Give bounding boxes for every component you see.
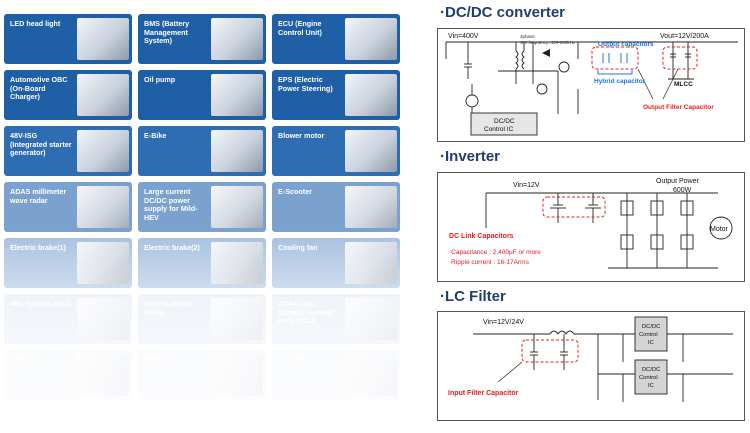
- lcfilter-vin-label: Vin=12V/24V: [483, 319, 524, 326]
- application-tile-label: ADAS DCU (Domain control unit) (DCU): [278, 299, 334, 326]
- application-tile-photo: [211, 18, 263, 60]
- application-tile-label: Automotive OBC (On-Board Charger): [10, 75, 68, 102]
- dcdc-freq-label: SW frequency=100-200kHz: [520, 40, 576, 45]
- application-tile: 48V-ISG (Integrated starter generator): [4, 126, 132, 176]
- application-tile-photo: [77, 18, 129, 60]
- lcfilter-ic-b-line3: IC: [648, 383, 654, 389]
- application-tile-photo: [345, 18, 397, 60]
- application-tile-label: Oil pump: [144, 75, 176, 84]
- application-tile-photo: [77, 130, 129, 172]
- application-tile: USB-C(1): [4, 350, 132, 400]
- application-tile-photo: [77, 74, 129, 116]
- inverter-vin-label: Vin=12V: [513, 182, 540, 189]
- application-tile-label: Blower motor: [278, 131, 325, 140]
- application-tile: USB-PD: [272, 350, 400, 400]
- application-tile-photo: [211, 354, 263, 396]
- lcfilter-ic-b-line1: DC/DC: [642, 367, 660, 373]
- dcdc-title: ·DC/DC converter: [440, 4, 566, 21]
- inverter-output-label: Output Power: [656, 178, 699, 185]
- application-tile-label: ADAS millimeter wave radar: [10, 187, 67, 205]
- dcdc-filter-label: Output Filter Capacitor: [643, 104, 714, 111]
- application-tile-label: Electric brake(1): [10, 243, 66, 252]
- lcfilter-title: ·LC Filter: [440, 288, 506, 305]
- dcdc-vin-label: Vin=400V: [448, 33, 479, 40]
- application-tile-label: Cooling fan: [278, 243, 318, 252]
- application-tile: LED head light: [4, 14, 132, 64]
- dcdc-hybrid-label: Hybrid capacitor: [594, 78, 646, 85]
- application-tile-photo: [345, 298, 397, 340]
- application-tile: Automotive OBC (On-Board Charger): [4, 70, 132, 120]
- application-tile-label: EPS (Electric Power Steering): [278, 75, 333, 93]
- application-tile-grid: LED head light BMS (Battery Management Sy…: [4, 14, 400, 400]
- inverter-title: ·Inverter: [440, 148, 501, 165]
- application-tile: EPS (Electric Power Steering): [272, 70, 400, 120]
- application-tile: Electric brake(1): [4, 238, 132, 288]
- inverter-capacitance: ·Capacitance : 2,400μF or more: [449, 249, 541, 256]
- application-tile: Electric brake(2): [138, 238, 266, 288]
- dcdc-diagram-panel: Vin=400V Vout=12V/200A 3phase SW frequen…: [437, 28, 745, 142]
- application-tile-photo: [211, 298, 263, 340]
- application-tile: 48V System -DSG: [4, 294, 132, 344]
- dcdc-schematic: Vin=400V Vout=12V/200A 3phase SW frequen…: [445, 33, 738, 136]
- application-tile-label: USB-PD: [278, 355, 306, 364]
- lcfilter-ic-a-line3: IC: [648, 340, 654, 346]
- application-tile: ECU (Engine Control Unit): [272, 14, 400, 64]
- application-tile-label: 48V System -DSG: [10, 299, 71, 308]
- application-tile: ADAS millimeter wave radar: [4, 182, 132, 232]
- application-tile-label: Electric Water Pump: [144, 299, 192, 317]
- inverter-ripple: ·Ripple current : 16-17Arms: [449, 259, 530, 266]
- application-tile-photo: [345, 242, 397, 284]
- application-tile-label: 48V-ISG (Integrated starter generator): [10, 131, 72, 158]
- application-tile-label: USB-C(2): [144, 355, 176, 364]
- lcfilter-schematic: Vin=12V/24V DC/DC Control IC DC/DC Contr…: [448, 316, 733, 402]
- application-tile-label: E-Scooter: [278, 187, 312, 196]
- application-tile: ADAS DCU (Domain control unit) (DCU): [272, 294, 400, 344]
- application-tile-photo: [77, 186, 129, 228]
- application-tile-label: USB-C(1): [10, 355, 42, 364]
- application-tile-photo: [77, 242, 129, 284]
- application-tile: BMS (Battery Management System): [138, 14, 266, 64]
- inverter-diagram-panel: Vin=12V Output Power 600W DC Link Capaci…: [437, 172, 745, 282]
- application-tile: Blower motor: [272, 126, 400, 176]
- lcfilter-ic-a-line1: DC/DC: [642, 324, 660, 330]
- application-tile-label: LED head light: [10, 19, 61, 28]
- application-tile-photo: [211, 130, 263, 172]
- dcdc-output-caps-label: Output capacitors: [598, 41, 654, 48]
- inverter-motor-label: Motor: [710, 226, 729, 233]
- lcfilter-diagram-panel: Vin=12V/24V DC/DC Control IC DC/DC Contr…: [437, 311, 745, 421]
- application-tile-photo: [345, 130, 397, 172]
- application-tile-photo: [77, 298, 129, 340]
- application-tile-label: E-Bike: [144, 131, 167, 140]
- application-tile: Large current DC/DC power supply for Mil…: [138, 182, 266, 232]
- application-tile: USB-C(2): [138, 350, 266, 400]
- application-tile-label: Large current DC/DC power supply for Mil…: [144, 187, 198, 222]
- inverter-schematic: Vin=12V Output Power 600W DC Link Capaci…: [449, 178, 733, 269]
- inverter-link-label: DC Link Capacitors: [449, 233, 514, 240]
- application-tile-photo: [345, 354, 397, 396]
- application-tile: Cooling fan: [272, 238, 400, 288]
- application-tile: E-Bike: [138, 126, 266, 176]
- application-tile: Electric Water Pump: [138, 294, 266, 344]
- inverter-output-value: 600W: [673, 187, 692, 194]
- application-tile: Oil pump: [138, 70, 266, 120]
- application-tile-photo: [345, 74, 397, 116]
- application-tile-label: Electric brake(2): [144, 243, 200, 252]
- application-tile: E-Scooter: [272, 182, 400, 232]
- dcdc-control-label: DC/DC: [494, 118, 515, 125]
- application-tile-photo: [345, 186, 397, 228]
- dcdc-vout-label: Vout=12V/200A: [660, 33, 709, 40]
- dcdc-phase-label: 3phase: [520, 34, 535, 39]
- application-tile-photo: [211, 186, 263, 228]
- application-tile-photo: [211, 74, 263, 116]
- lcfilter-ic-a-line2: Control: [639, 332, 658, 338]
- lcfilter-ic-b-line2: Control: [639, 375, 658, 381]
- dcdc-mlcc-label: MLCC: [674, 81, 693, 88]
- application-tile-label: ECU (Engine Control Unit): [278, 19, 322, 37]
- application-tile-photo: [211, 242, 263, 284]
- dcdc-control-label-2: Control IC: [484, 126, 514, 133]
- application-tile-photo: [77, 354, 129, 396]
- lcfilter-input-label: Input Filter Capacitor: [448, 390, 519, 397]
- application-tile-label: BMS (Battery Management System): [144, 19, 190, 46]
